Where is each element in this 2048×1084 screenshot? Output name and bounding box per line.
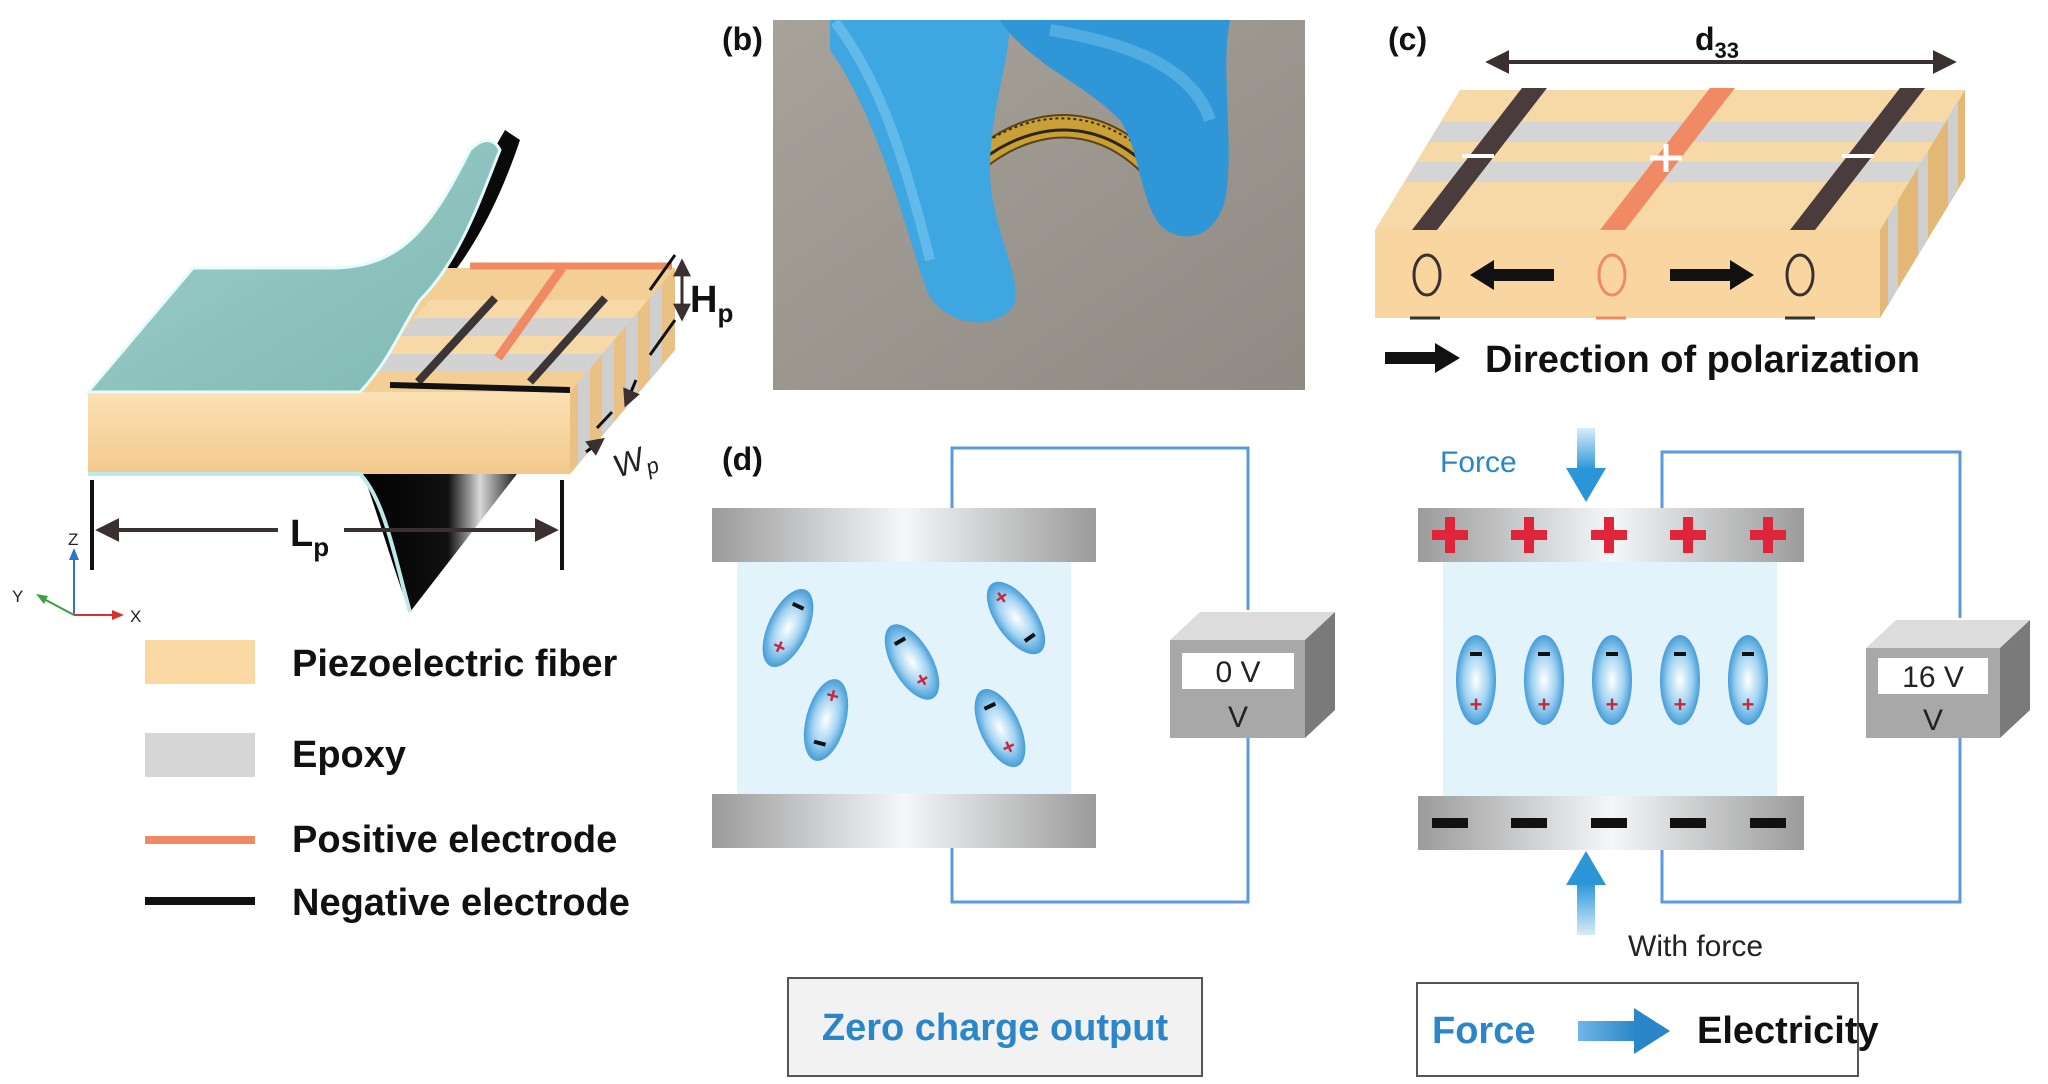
force-arrow-up [1566, 851, 1606, 935]
right-dipole: + [1456, 635, 1496, 725]
legend-label-positive: Positive electrode [292, 819, 617, 861]
force-arrow-down [1566, 428, 1606, 502]
force-top-label: Force [1440, 446, 1517, 479]
left-dipole: + [803, 679, 849, 761]
caption-force: Force [1432, 1010, 1535, 1052]
legend-swatch-positive [145, 836, 255, 844]
right-dipole: + [1728, 635, 1768, 725]
panel-label-c: (c) [1388, 21, 1427, 57]
negative-electrode-a [415, 295, 498, 385]
bottom-plate-charges [1432, 818, 1786, 828]
right-voltmeter-unit: V [1923, 704, 1943, 737]
c-oval-right [1785, 253, 1815, 297]
caption-electricity: Electricity [1697, 1010, 1879, 1052]
panel-a-device: Hp Wp Lp Z Y X [12, 130, 733, 626]
left-dipole: + [986, 581, 1046, 655]
svg-text:+: + [1674, 692, 1687, 717]
c-negative-electrode-left [1412, 88, 1547, 230]
polarization-legend-arrow [1385, 343, 1460, 373]
right-circuit-wire [1660, 450, 1962, 904]
coordinate-axes: Z Y X [12, 530, 141, 626]
teal-cover-sheet [84, 139, 502, 394]
legend-label-epoxy: Epoxy [292, 734, 406, 776]
right-dipole: + [1660, 635, 1700, 725]
legend-swatch-negative [145, 897, 255, 905]
black-cover-bottom [360, 465, 520, 612]
legend-swatch-epoxy [145, 733, 255, 777]
axis-y-label: Y [12, 587, 23, 606]
caption-arrow-icon [1578, 1008, 1670, 1054]
c-arrow-left [1470, 260, 1554, 290]
with-force-label: With force [1628, 930, 1763, 963]
d33-label: d33 [1695, 21, 1739, 63]
svg-text:+: + [1606, 692, 1619, 717]
left-caption-box [787, 977, 1203, 1077]
left-voltmeter-unit: V [1228, 701, 1248, 734]
left-caption: Zero charge output [822, 1007, 1169, 1049]
svg-text:+: + [1538, 692, 1551, 717]
panel-d-right: Force With force + [1416, 428, 2030, 1077]
right-voltmeter: 16 V V [1866, 620, 2030, 738]
left-dipole: + [884, 624, 940, 700]
legend: Piezoelectric fiber Epoxy Positive elect… [145, 640, 630, 924]
left-dipole: + [762, 589, 814, 667]
legend-label-negative: Negative electrode [292, 882, 630, 924]
panel-label-d: (d) [722, 441, 763, 477]
top-plate-charges [1432, 517, 1786, 553]
dim-length-label: Lp [290, 513, 329, 562]
negative-electrode-base [389, 382, 571, 393]
left-top-plate [712, 508, 1096, 562]
polarization-legend-label: Direction of polarization [1485, 339, 1920, 381]
axis-x-label: X [130, 607, 141, 626]
svg-text:+: + [823, 682, 842, 709]
c-block-front [1375, 230, 1880, 318]
right-dipole: + [1524, 635, 1564, 725]
svg-text:+: + [1470, 692, 1483, 717]
dim-width-label: Wp [608, 436, 662, 490]
panel-d-left: (d) + + + + + [712, 441, 1335, 1077]
fiber-front-face [88, 392, 570, 474]
c-oval-left [1412, 253, 1442, 297]
legend-label-fiber: Piezoelectric fiber [292, 643, 617, 685]
dim-height-label: Hp [690, 279, 733, 328]
panel-label-b: (b) [722, 21, 763, 57]
negative-electrode-b [527, 295, 608, 385]
left-dipole: + [974, 689, 1026, 767]
panel-c-polarization: (c) d33 [1375, 21, 1965, 381]
c-arrow-right [1670, 260, 1754, 290]
c-oval-center [1597, 253, 1627, 297]
left-bottom-plate [712, 794, 1096, 848]
left-circuit-wire [950, 446, 1250, 904]
right-voltage-readout: 16 V [1902, 661, 1964, 694]
axis-z-label: Z [68, 530, 78, 549]
left-voltage-readout: 0 V [1215, 656, 1260, 689]
left-voltmeter: 0 V V [1170, 612, 1335, 738]
right-dipole: + [1592, 635, 1632, 725]
svg-text:+: + [1742, 692, 1755, 717]
panel-b-photo: (b) [722, 18, 1305, 390]
legend-swatch-fiber [145, 640, 255, 684]
c-negative-electrode-right [1790, 88, 1925, 230]
